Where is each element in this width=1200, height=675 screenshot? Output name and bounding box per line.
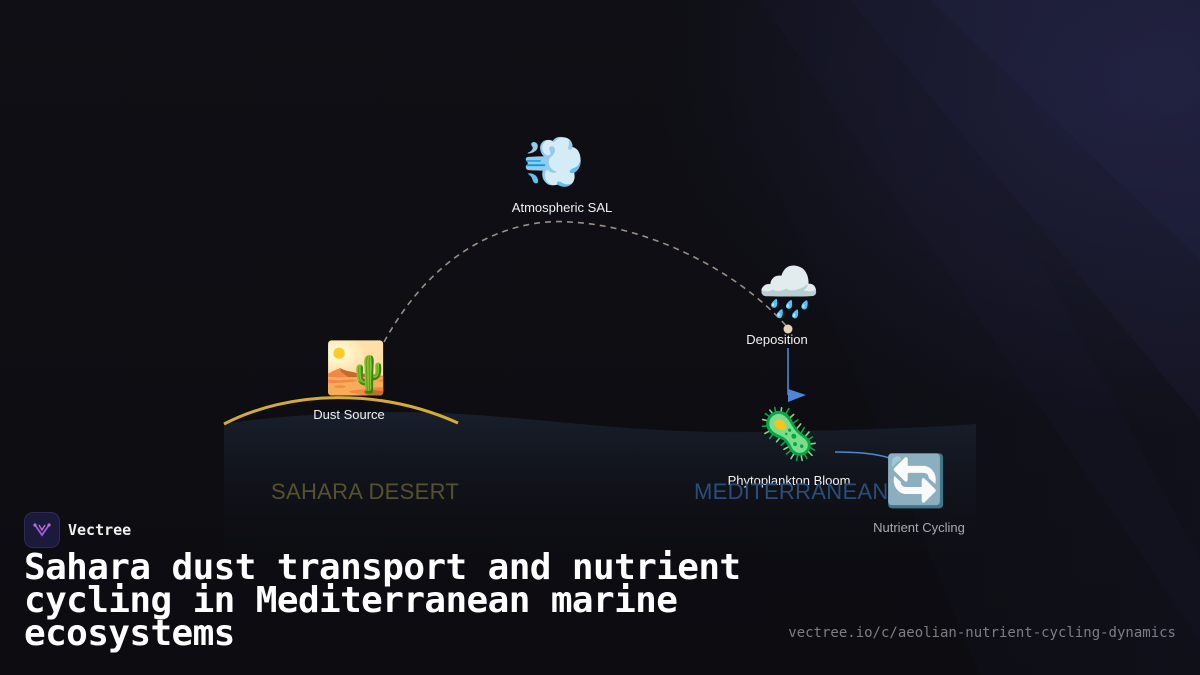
vectree-logo-icon xyxy=(24,512,60,548)
node-label-nutrient-cycling: Nutrient Cycling xyxy=(873,520,965,535)
desert-icon: 🏜️ xyxy=(324,340,388,396)
brand: Vectree xyxy=(24,512,131,548)
source-url: vectree.io/c/aeolian-nutrient-cycling-dy… xyxy=(788,625,1176,641)
dashing-wind-icon: 💨 xyxy=(522,134,586,190)
node-label-deposition: Deposition xyxy=(746,332,808,347)
sea-region-shape xyxy=(224,412,976,560)
rain-cloud-icon: 🌧️ xyxy=(757,264,821,320)
node-label-phytoplankton: Phytoplankton Bloom xyxy=(727,473,851,488)
bloom-to-cycling-arrow xyxy=(834,451,913,479)
region-label-mediterranean: MEDITERRANEAN xyxy=(694,479,889,504)
deposition-point xyxy=(783,324,793,334)
region-label-sahara: SAHARA DESERT xyxy=(271,479,460,504)
node-label-atmospheric: Atmospheric SAL xyxy=(511,200,613,215)
brand-name: Vectree xyxy=(68,521,132,539)
counterclockwise-arrows-icon: 🔄 xyxy=(884,453,948,509)
page-title: Sahara dust transport and nutrient cycli… xyxy=(24,547,741,654)
microbe-icon: 🦠 xyxy=(757,406,821,462)
dust-source-arc xyxy=(223,396,459,426)
arrowhead-icon xyxy=(788,389,806,402)
node-label-dust-source: Dust Source xyxy=(313,407,385,422)
atmospheric-transport-path xyxy=(383,220,789,343)
